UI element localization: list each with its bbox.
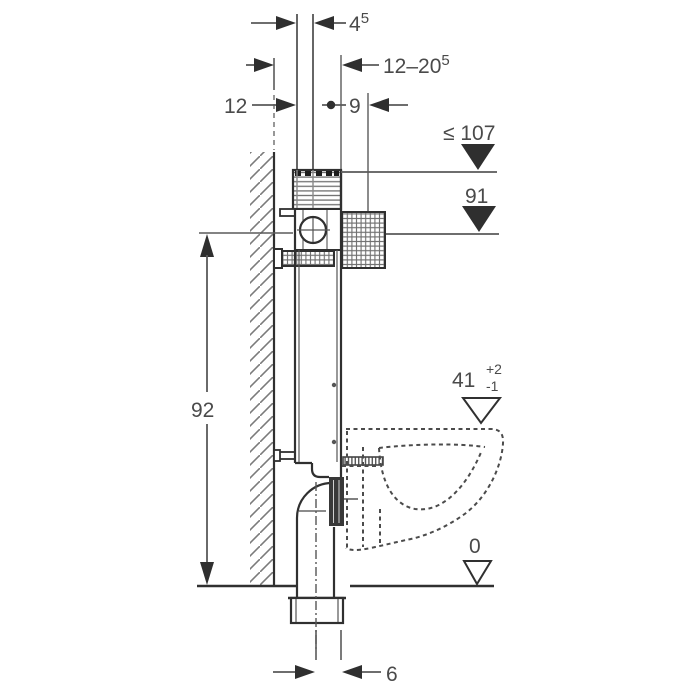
level-triangle-filled bbox=[462, 206, 496, 232]
pan-bowl-inner bbox=[378, 447, 483, 511]
label-height-91: 91 bbox=[465, 185, 488, 208]
dim-max-height: ≤ 107 bbox=[341, 122, 497, 173]
label-depth-12: 12 bbox=[224, 95, 247, 118]
dim-pipe-offset: 45 bbox=[251, 10, 369, 36]
label-outlet-offset: 6 bbox=[386, 663, 398, 686]
arrowhead-left bbox=[342, 58, 362, 72]
wc-outlet-connector bbox=[329, 477, 344, 526]
label-height-92: 92 bbox=[191, 399, 214, 422]
dim-height-92: 92 bbox=[191, 232, 293, 585]
flush-pipe-riser bbox=[296, 14, 369, 211]
label-depth-range: 12–205 bbox=[383, 52, 450, 78]
label-rim-tolerance-plus: +2 bbox=[486, 361, 502, 377]
valve-flange bbox=[279, 208, 296, 217]
dim-floor-level: 0 bbox=[462, 535, 493, 586]
dim-depth-range: 12–205 bbox=[246, 52, 450, 78]
frame-screw-dot-upper bbox=[331, 382, 337, 388]
arrowhead-right bbox=[276, 16, 296, 30]
wall-hatch bbox=[250, 152, 274, 585]
dimension-dot bbox=[326, 100, 336, 110]
flush-plate-protection-box bbox=[341, 211, 386, 269]
concealed-cistern bbox=[273, 168, 343, 479]
label-depth-9: 9 bbox=[349, 95, 361, 118]
arrowhead-left bbox=[342, 665, 362, 679]
level-triangle-filled bbox=[461, 144, 495, 170]
drain-socket bbox=[288, 596, 346, 625]
dim-depth-9: 9 bbox=[322, 95, 408, 118]
label-max-height: ≤ 107 bbox=[443, 122, 495, 145]
label-pipe-offset: 45 bbox=[349, 10, 369, 36]
arrowhead-right bbox=[295, 665, 315, 679]
level-triangle-open bbox=[461, 397, 503, 425]
arrowhead-right bbox=[276, 98, 296, 112]
arrowhead-left bbox=[314, 16, 334, 30]
dim-rim-height: 41 +2 -1 bbox=[452, 361, 503, 425]
level-triangle-open bbox=[462, 560, 493, 586]
dim-depth-12: 12 bbox=[224, 95, 296, 118]
pan-outer-profile bbox=[345, 428, 505, 551]
dim-outlet-offset: 6 bbox=[273, 630, 398, 686]
drain-assembly bbox=[288, 477, 358, 650]
elbow-outer bbox=[295, 481, 344, 600]
dim-height-91: 91 bbox=[386, 185, 499, 235]
arrowhead-left bbox=[369, 98, 389, 112]
upper-wall-bracket bbox=[273, 248, 335, 269]
label-rim-height: 41 bbox=[452, 369, 475, 392]
arrowhead-up bbox=[200, 234, 214, 257]
pan-rim-inner bbox=[378, 443, 486, 449]
arrowhead-down bbox=[200, 562, 214, 585]
label-rim-tolerance-minus: -1 bbox=[486, 378, 499, 394]
frame-screw-dot-lower bbox=[331, 439, 337, 445]
flush-valve bbox=[279, 208, 342, 251]
lower-wall-bracket bbox=[273, 449, 295, 462]
label-floor-level: 0 bbox=[469, 535, 481, 558]
cistern-outlet-step bbox=[295, 461, 329, 479]
wc-pan-outline bbox=[342, 428, 505, 551]
cistern-top-dashes bbox=[295, 171, 339, 176]
arrowhead-right bbox=[254, 58, 274, 72]
wall-section bbox=[250, 58, 276, 586]
